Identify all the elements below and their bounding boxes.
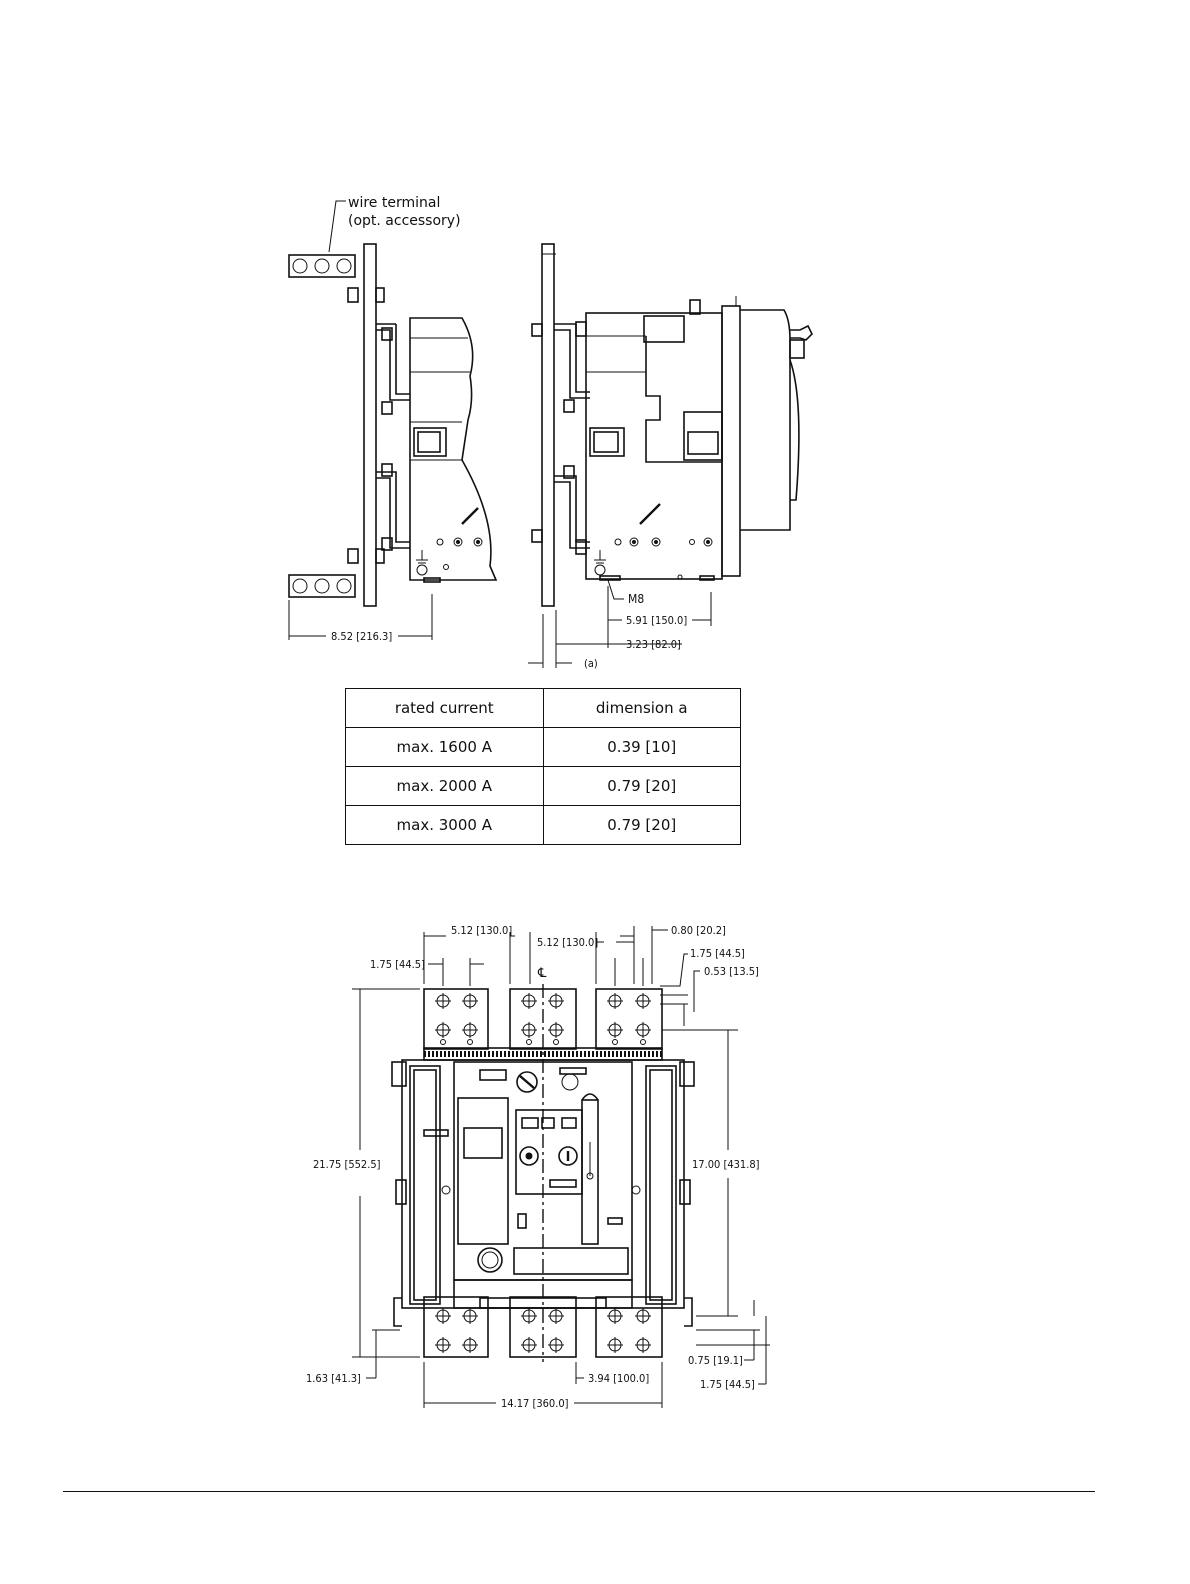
dimension-table-wrapper: rated current dimension a max. 1600 A 0.… xyxy=(345,688,741,845)
table-cell: 0.79 [20] xyxy=(542,805,741,845)
right-side-view: M8 5.91 [150.0] 3.23 [82.0] (a) xyxy=(528,243,813,670)
thread-label: M8 xyxy=(628,592,644,606)
dim-591: 5.91 [150.0] xyxy=(626,614,687,627)
dim-1700: 17.00 [431.8] xyxy=(692,1158,760,1171)
table-cell: 0.79 [20] xyxy=(542,766,741,806)
table-cell: max. 1600 A xyxy=(345,727,544,767)
front-view: ℄ 5.12 [130.0] 5.12 [130.0] 0.80 [20.2] … xyxy=(306,924,770,1410)
dim-175-top-right: 1.75 [44.5] xyxy=(690,947,745,960)
wire-terminal-label: wire terminal xyxy=(348,195,440,211)
table-cell: 0.39 [10] xyxy=(542,727,741,767)
dim-163: 1.63 [41.3] xyxy=(306,1372,361,1385)
dim-1417: 14.17 [360.0] xyxy=(501,1397,569,1410)
dim-323: 3.23 [82.0] xyxy=(626,638,681,651)
dim-394: 3.94 [100.0] xyxy=(588,1372,649,1385)
dim-512-right: 5.12 [130.0] xyxy=(537,936,598,949)
dim-left-depth: 8.52 [216.3] xyxy=(331,630,392,643)
footer-divider xyxy=(63,1491,1095,1492)
dim-080: 0.80 [20.2] xyxy=(671,924,726,937)
table-header-row: rated current dimension a xyxy=(345,688,741,728)
dim-2175: 21.75 [552.5] xyxy=(313,1158,381,1171)
dim-175-top-left: 1.75 [44.5] xyxy=(370,958,425,971)
table-row: max. 1600 A 0.39 [10] xyxy=(345,727,741,767)
header-rated-current: rated current xyxy=(345,688,544,728)
dimension-table: rated current dimension a max. 1600 A 0.… xyxy=(345,688,741,845)
header-dimension-a: dimension a xyxy=(542,688,741,728)
dim-175-bottom: 1.75 [44.5] xyxy=(700,1378,755,1391)
centerline-symbol: ℄ xyxy=(537,966,547,981)
dim-053: 0.53 [13.5] xyxy=(704,965,759,978)
left-side-view: wire terminal (opt. accessory) xyxy=(288,195,498,643)
table-cell: max. 2000 A xyxy=(345,766,544,806)
dim-a-label: (a) xyxy=(584,657,598,670)
wire-terminal-sublabel: (opt. accessory) xyxy=(348,213,461,229)
table-row: max. 2000 A 0.79 [20] xyxy=(345,766,741,806)
dim-512-left: 5.12 [130.0] xyxy=(451,924,512,937)
table-row: max. 3000 A 0.79 [20] xyxy=(345,805,741,845)
table-cell: max. 3000 A xyxy=(345,805,544,845)
dim-075: 0.75 [19.1] xyxy=(688,1354,743,1367)
